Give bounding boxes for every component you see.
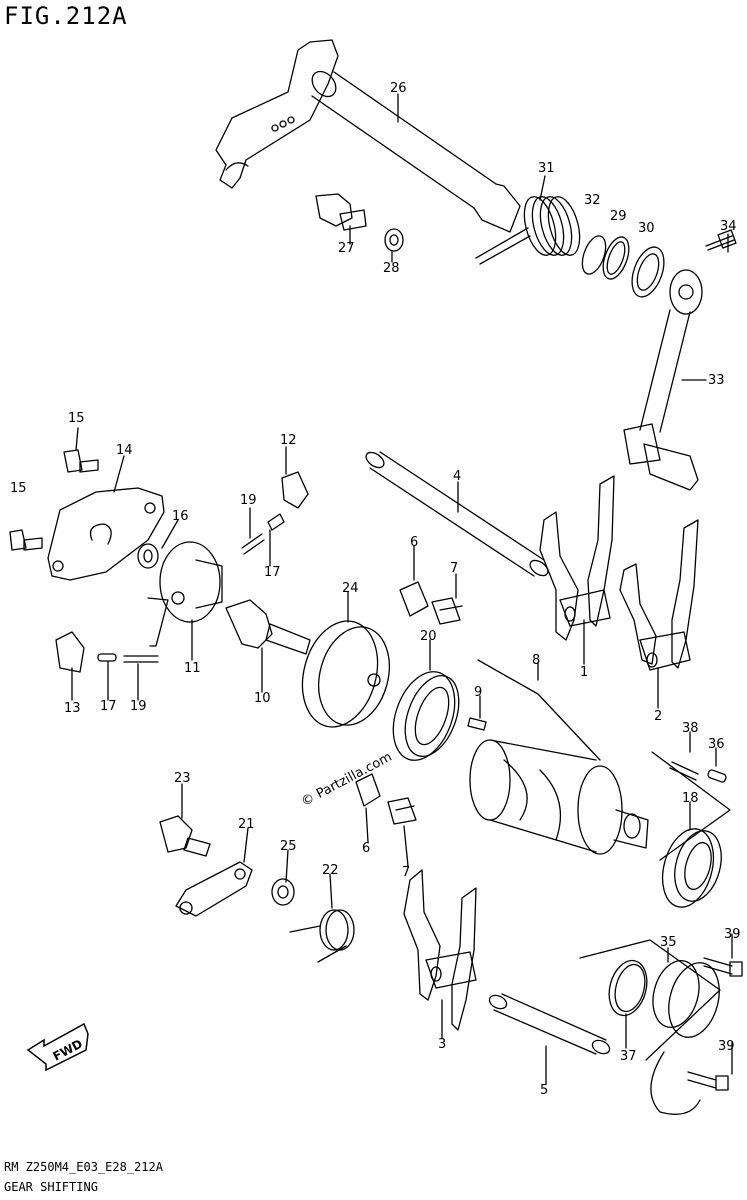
- callout: 10: [254, 691, 271, 706]
- part-return-spring: [475, 196, 581, 265]
- callout: 2: [654, 709, 662, 724]
- callout: 3: [438, 1037, 446, 1052]
- callout: 15: [10, 481, 27, 496]
- callout: 35: [660, 935, 677, 950]
- callout: 39: [718, 1039, 735, 1054]
- callout: 19: [240, 493, 257, 508]
- part-shift-drum: [469, 739, 649, 855]
- callout-numbers: 26 31 32 29 30 34 27 28 33 4 15 14 15 16…: [10, 81, 741, 1098]
- figure-title: FIG.212A: [4, 2, 128, 30]
- callout: 24: [342, 581, 359, 596]
- callout: 21: [238, 817, 255, 832]
- callout: 33: [708, 373, 725, 388]
- callout: 32: [584, 193, 601, 208]
- part-shift-fork-1: [539, 475, 615, 641]
- callout: 9: [474, 685, 482, 700]
- callout: 11: [184, 661, 201, 676]
- callout: 29: [610, 209, 627, 224]
- callout: 39: [724, 927, 741, 942]
- footer-name: GEAR SHIFTING: [4, 1180, 98, 1194]
- callout: 8: [532, 653, 540, 668]
- callout: 26: [390, 81, 407, 96]
- watermark: © Partzilla.com: [299, 750, 395, 810]
- part-shift-fork-3: [403, 869, 477, 1031]
- callout: 17: [264, 565, 281, 580]
- part-shift-pedal: [623, 269, 703, 491]
- callout: 6: [362, 841, 370, 856]
- callout: 25: [280, 839, 297, 854]
- callout: 5: [540, 1083, 548, 1098]
- fwd-arrow-icon: FWD: [26, 1022, 89, 1072]
- callout: 28: [383, 261, 400, 276]
- callout: 1: [580, 665, 588, 680]
- callout: 12: [280, 433, 297, 448]
- callout: 31: [538, 161, 555, 176]
- callout: 20: [420, 629, 437, 644]
- callout: 37: [620, 1049, 637, 1064]
- part-shift-shaft: [215, 39, 521, 233]
- callout: 15: [68, 411, 85, 426]
- callout: 19: [130, 699, 147, 714]
- callout: 38: [682, 721, 699, 736]
- callout: 4: [453, 469, 461, 484]
- callout: 23: [174, 771, 191, 786]
- callout: 34: [720, 219, 737, 234]
- footer-code: RM Z250M4_E03_E28_212A: [4, 1160, 163, 1174]
- callout: 18: [682, 791, 699, 806]
- part-shift-fork-2: [619, 519, 699, 671]
- callout: 6: [410, 535, 418, 550]
- callout: 14: [116, 443, 133, 458]
- callout: 30: [638, 221, 655, 236]
- callout: 16: [172, 509, 189, 524]
- callout: 7: [450, 561, 458, 576]
- callout: 17: [100, 699, 117, 714]
- callout: 13: [64, 701, 81, 716]
- callout: 27: [338, 241, 355, 256]
- callout: 36: [708, 737, 725, 752]
- callout: 7: [402, 865, 410, 880]
- callout: 22: [322, 863, 339, 878]
